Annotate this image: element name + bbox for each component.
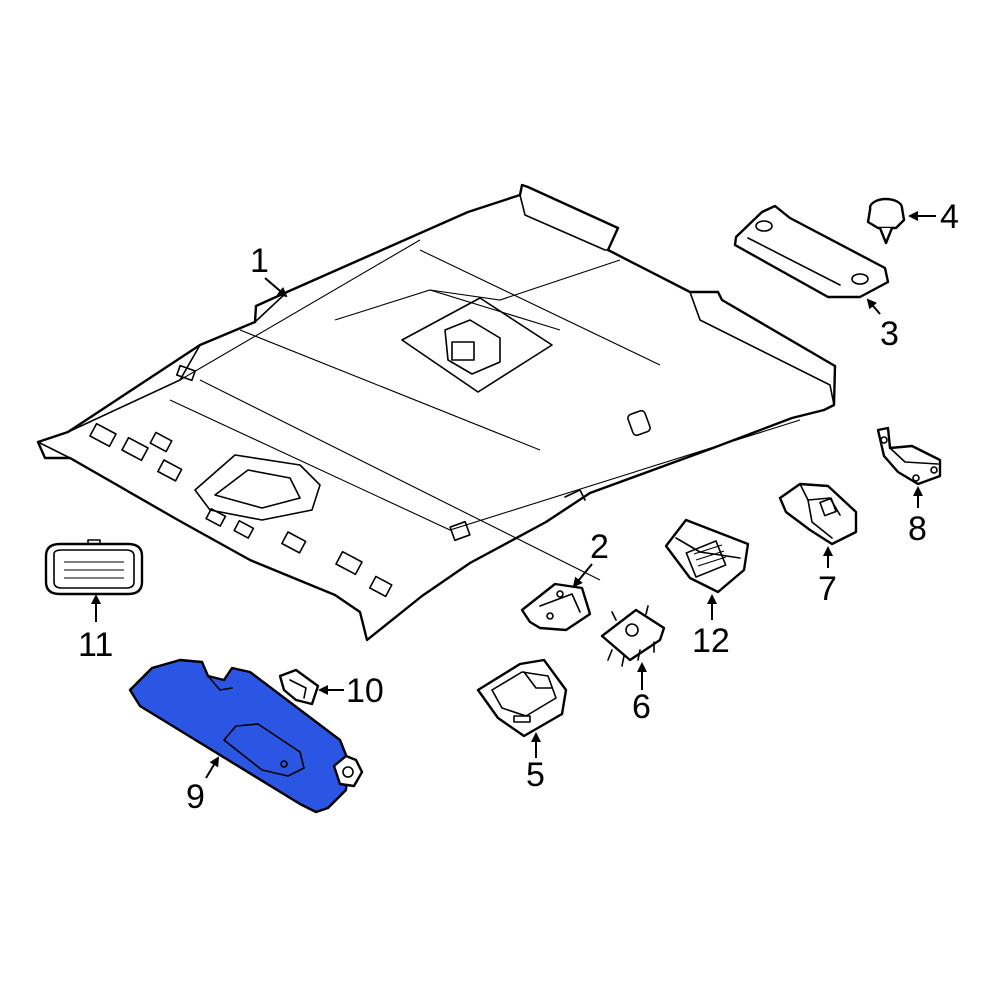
callout-3: 3 [866, 298, 899, 353]
bracket-part[interactable] [876, 426, 942, 486]
callout-9: 9 [186, 756, 220, 816]
callout-9-label: 9 [186, 778, 205, 816]
lamp-part[interactable] [664, 518, 750, 594]
clip-part[interactable] [866, 197, 906, 245]
callout-8: 8 [908, 486, 927, 548]
callout-10-label: 10 [346, 672, 384, 710]
callout-6: 6 [632, 662, 651, 726]
cover-part[interactable] [476, 658, 568, 738]
callout-10: 10 [318, 672, 384, 710]
visor-clip-part[interactable] [278, 668, 320, 706]
spring-clip-part[interactable] [600, 605, 666, 667]
callout-11-label: 11 [78, 626, 113, 664]
callout-12-label: 12 [692, 622, 730, 660]
callout-4-label: 4 [940, 198, 959, 236]
callout-11: 11 [78, 594, 113, 664]
callout-4: 4 [908, 198, 959, 236]
callout-2: 2 [572, 528, 609, 588]
callout-3-label: 3 [880, 315, 899, 353]
roof-trim-part[interactable] [733, 204, 890, 299]
vent-part[interactable] [44, 539, 144, 596]
callout-5-label: 5 [526, 756, 545, 794]
callout-2-label: 2 [590, 528, 609, 566]
callout-12: 12 [692, 594, 730, 660]
sun-visor-part[interactable] [128, 658, 364, 814]
small-bracket-part[interactable] [520, 582, 592, 632]
headliner-part[interactable] [36, 183, 837, 642]
callout-1: 1 [250, 242, 288, 298]
callout-1-label: 1 [250, 242, 269, 280]
callout-8-label: 8 [908, 510, 927, 548]
callout-7: 7 [818, 546, 837, 608]
handle-bracket-part[interactable] [778, 482, 858, 546]
callout-5: 5 [526, 732, 545, 794]
callout-7-label: 7 [818, 570, 837, 608]
callout-6-label: 6 [632, 688, 651, 726]
